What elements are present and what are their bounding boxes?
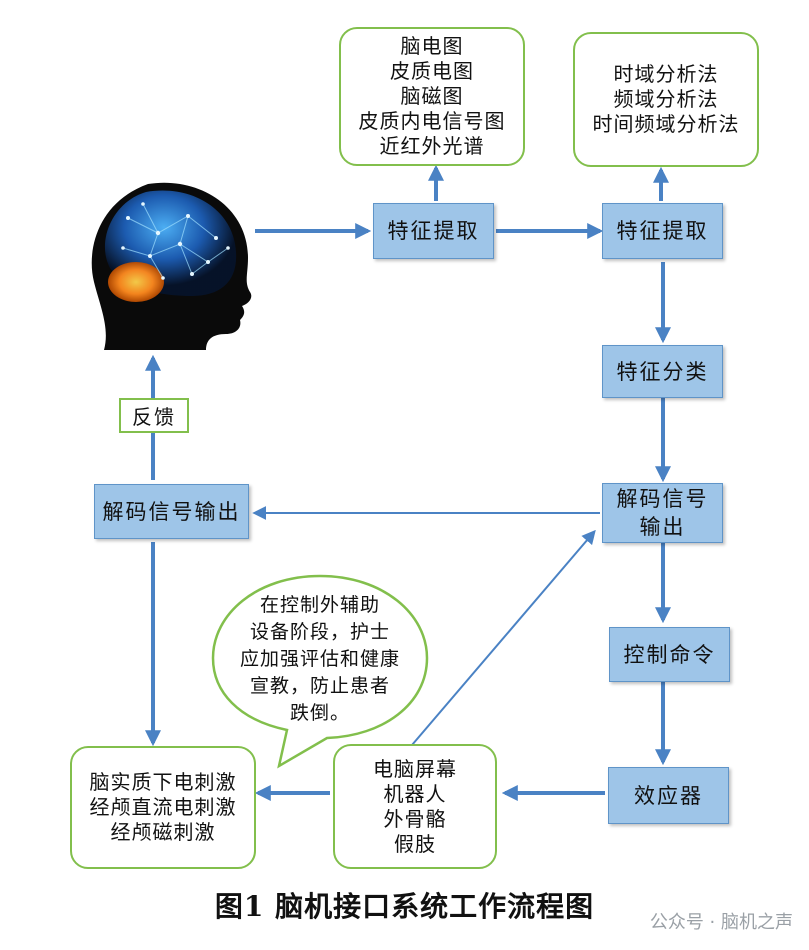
signal-type-item: 皮质电图 [390, 59, 474, 83]
analysis-method-item: 时间频域分析法 [592, 112, 740, 136]
effector-box: 效应器 [608, 767, 729, 824]
device-item: 假肢 [394, 831, 436, 856]
figure-caption: 图1 脑机接口系统工作流程图 [214, 890, 595, 923]
device-item: 机器人 [383, 781, 447, 806]
device-item: 电脑屏幕 [373, 756, 457, 781]
decode-output-right-box: 解码信号 输出 [602, 483, 723, 543]
feature-extract-box-2: 特征提取 [602, 203, 723, 259]
nursing-note-line: 跌倒。 [289, 702, 350, 724]
feature-classify-label: 特征分类 [616, 359, 709, 384]
feature-extract-label-1: 特征提取 [387, 219, 480, 243]
watermark: 公众号 · 脑机之声 [649, 912, 793, 933]
feature-classify-box: 特征分类 [602, 345, 723, 398]
brain-head-icon [91, 182, 252, 350]
devices-box: 电脑屏幕 机器人 外骨骼 假肢 [333, 744, 497, 869]
arrow-devices-to-decode [411, 529, 596, 746]
feature-extract-box-1: 特征提取 [373, 203, 494, 259]
nursing-note-line: 设备阶段，护士 [249, 621, 390, 643]
feedback-label-box: 反馈 [119, 398, 189, 433]
decode-output-left-label: 解码信号输出 [102, 499, 241, 524]
analysis-methods-box: 时域分析法 频域分析法 时间频域分析法 [573, 32, 759, 167]
analysis-method-item: 时域分析法 [613, 62, 719, 86]
decode-output-left-box: 解码信号输出 [94, 484, 249, 539]
nursing-note-line: 宣教，防止患者 [249, 675, 390, 697]
stimulation-item: 脑实质下电刺激 [89, 770, 237, 794]
signal-type-item: 皮质内电信号图 [358, 109, 506, 133]
stimulation-box: 脑实质下电刺激 经颅直流电刺激 经颅磁刺激 [70, 746, 256, 869]
effector-label: 效应器 [634, 783, 703, 808]
nursing-note-line: 在控制外辅助 [259, 594, 380, 616]
stimulation-item: 经颅磁刺激 [110, 820, 216, 844]
signal-type-item: 近红外光谱 [379, 134, 485, 158]
control-command-label: 控制命令 [623, 642, 716, 667]
signal-type-item: 脑电图 [400, 34, 464, 58]
decode-output-right-line: 解码信号 [616, 487, 709, 511]
speech-bubble-icon [211, 574, 429, 769]
stimulation-item: 经颅直流电刺激 [89, 795, 237, 819]
signal-type-item: 脑磁图 [400, 84, 464, 108]
decode-output-right-line: 输出 [639, 515, 686, 539]
nursing-note: 在控制外辅助 设备阶段，护士 应加强评估和健康 宣教，防止患者 跌倒。 [213, 592, 427, 732]
signal-types-box: 脑电图 皮质电图 脑磁图 皮质内电信号图 近红外光谱 [339, 27, 525, 166]
feature-extract-label-2: 特征提取 [616, 219, 709, 243]
analysis-method-item: 频域分析法 [613, 87, 719, 111]
control-command-box: 控制命令 [609, 627, 730, 682]
device-item: 外骨骼 [383, 806, 447, 831]
feedback-label: 反馈 [132, 405, 176, 429]
nursing-note-line: 应加强评估和健康 [239, 648, 400, 670]
